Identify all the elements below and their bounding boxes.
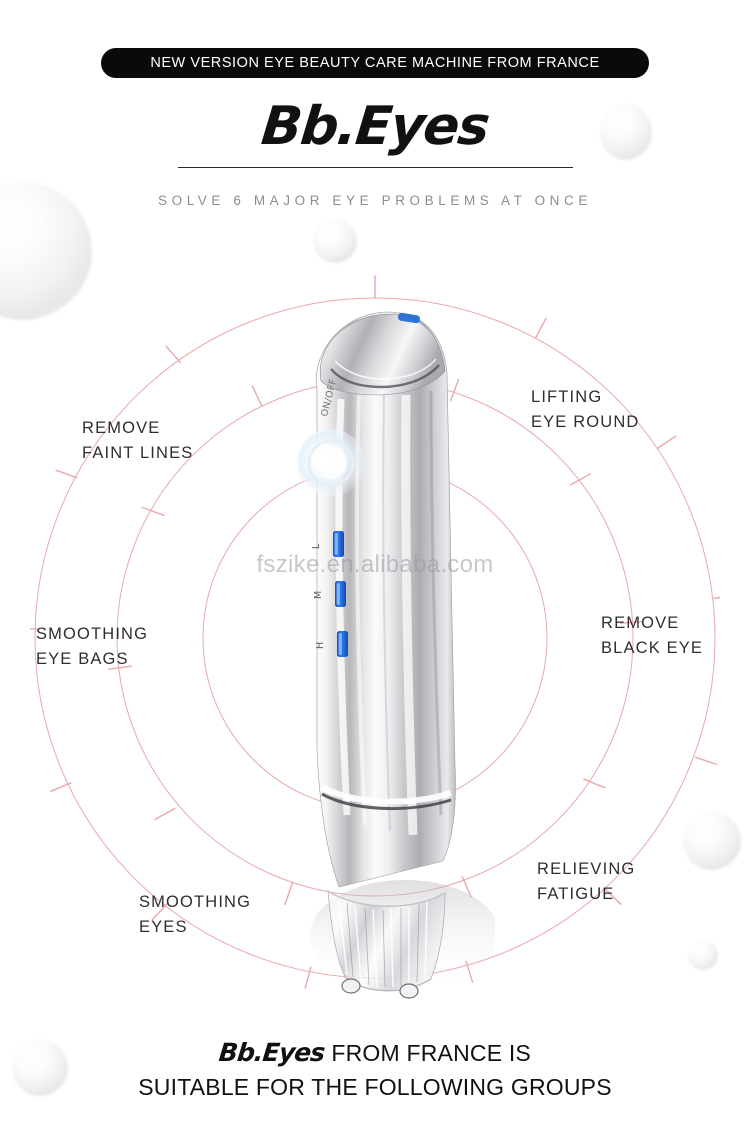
- feature-lifting-eye-round: LIFTING EYE ROUND: [531, 385, 639, 435]
- device-level-indicators: L M H: [311, 531, 348, 657]
- footer-brand-logo: Bb.Eyes: [217, 1038, 326, 1067]
- pearl-decoration: [313, 219, 357, 263]
- feature-line-1: SMOOTHING: [139, 893, 252, 911]
- header-badge-text: NEW VERSION EYE BEAUTY CARE MACHINE FROM…: [150, 55, 600, 71]
- feature-line-2: EYE ROUND: [531, 413, 640, 431]
- svg-text:H: H: [315, 642, 326, 649]
- feature-smoothing-eyes: SMOOTHING EYES: [139, 890, 251, 940]
- feature-line-2: EYES: [139, 918, 188, 936]
- feature-line-2: BLACK EYE: [601, 639, 704, 657]
- brand-logo: Bb.Eyes: [258, 96, 492, 157]
- footer-line-2: SUITABLE FOR THE FOLLOWING GROUPS: [138, 1074, 612, 1100]
- feature-line-1: LIFTING: [531, 388, 603, 406]
- feature-smoothing-eye-bags: SMOOTHING EYE BAGS: [36, 622, 148, 672]
- tagline: SOLVE 6 MAJOR EYE PROBLEMS AT ONCE: [158, 193, 592, 208]
- feature-remove-faint-lines: REMOVE FAINT LINES: [82, 416, 193, 466]
- feature-line-2: FAINT LINES: [82, 444, 194, 462]
- device-image: ON/OFF L M H: [297, 311, 495, 999]
- pearl-decoration: [683, 812, 741, 870]
- brand-divider: [178, 167, 573, 168]
- feature-relieving-fatigue: RELIEVING FATIGUE: [537, 857, 635, 907]
- feature-line-2: FATIGUE: [537, 885, 615, 903]
- feature-line-1: REMOVE: [601, 614, 680, 632]
- svg-text:L: L: [311, 543, 322, 549]
- feature-line-1: SMOOTHING: [36, 625, 149, 643]
- pearl-decoration: [688, 940, 718, 970]
- footer-line-1-rest: FROM FRANCE IS: [331, 1040, 531, 1066]
- feature-remove-black-eye: REMOVE BLACK EYE: [601, 611, 703, 661]
- svg-text:M: M: [313, 591, 324, 599]
- feature-line-1: REMOVE: [82, 419, 161, 437]
- feature-line-2: EYE BAGS: [36, 650, 129, 668]
- header-badge: NEW VERSION EYE BEAUTY CARE MACHINE FROM…: [101, 48, 649, 78]
- feature-line-1: RELIEVING: [537, 860, 636, 878]
